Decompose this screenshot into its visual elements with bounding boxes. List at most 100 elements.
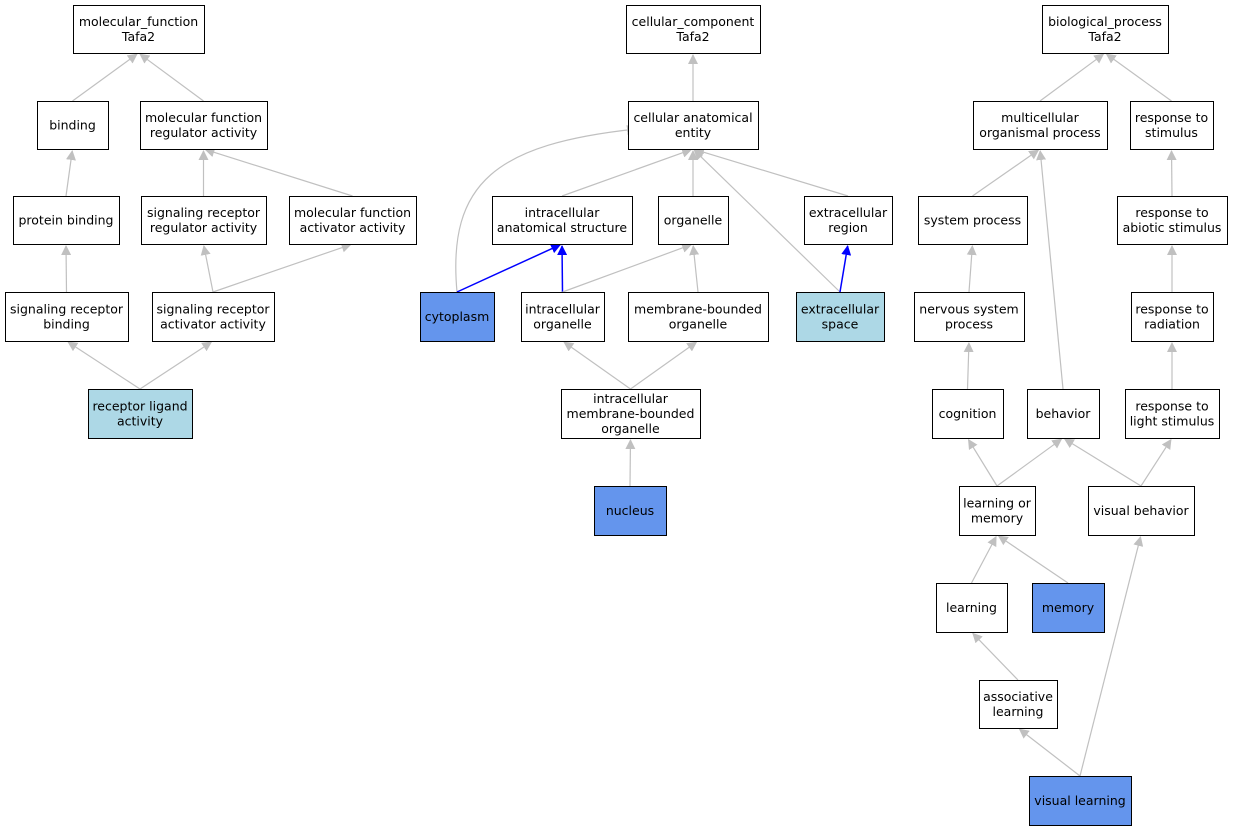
node-cognition[interactable]: cognition bbox=[932, 389, 1004, 439]
edge-binding-to-mf_root bbox=[72, 53, 138, 102]
node-box bbox=[420, 292, 495, 342]
node-label-line: abiotic stimulus bbox=[1123, 220, 1222, 235]
node-protein_binding[interactable]: protein binding bbox=[13, 196, 120, 245]
node-cytoplasm[interactable]: cytoplasm bbox=[420, 292, 495, 342]
node-box bbox=[1131, 292, 1214, 342]
node-label-line: nervous system bbox=[919, 302, 1018, 317]
node-box bbox=[932, 389, 1004, 439]
node-box bbox=[141, 196, 267, 245]
node-box bbox=[979, 680, 1058, 729]
edge-behavior-to-multi_proc bbox=[1036, 149, 1064, 390]
node-box bbox=[88, 389, 193, 439]
node-label-line: extracellular bbox=[801, 302, 880, 317]
node-box bbox=[5, 292, 129, 342]
edge-extra_space-to-cae bbox=[693, 149, 841, 293]
node-box bbox=[804, 196, 893, 245]
edge-extra_region-to-cae bbox=[693, 147, 849, 197]
edge-memory-to-learn_mem bbox=[997, 535, 1069, 584]
node-box bbox=[140, 101, 268, 150]
edge-sys_proc-to-multi_proc bbox=[972, 149, 1040, 197]
node-box bbox=[959, 486, 1036, 536]
node-vis_behavior[interactable]: visual behavior bbox=[1088, 486, 1195, 536]
node-label-line: binding bbox=[49, 118, 96, 133]
node-label-line: intracellular bbox=[525, 302, 601, 317]
node-label-line: response to bbox=[1135, 399, 1208, 414]
node-sys_proc[interactable]: system process bbox=[918, 196, 1028, 245]
node-label-line: Tafa2 bbox=[121, 29, 155, 44]
node-nucleus[interactable]: nucleus bbox=[594, 486, 667, 536]
node-binding[interactable]: binding bbox=[37, 101, 109, 150]
node-label-line: memory bbox=[971, 511, 1024, 526]
node-label-line: Tafa2 bbox=[1087, 29, 1121, 44]
edge-receptor_ligand-to-sig_rec_binding bbox=[67, 341, 141, 390]
node-label-line: signaling receptor bbox=[156, 302, 270, 317]
node-vis_learn[interactable]: visual learning bbox=[1029, 776, 1132, 826]
node-box bbox=[73, 5, 205, 54]
node-label-line: radiation bbox=[1144, 317, 1200, 332]
node-label-line: receptor ligand bbox=[92, 399, 187, 414]
node-box bbox=[1088, 486, 1195, 536]
edge-cytoplasm-to-ias bbox=[456, 244, 562, 293]
node-label-line: light stimulus bbox=[1130, 414, 1215, 429]
node-box bbox=[289, 196, 417, 245]
node-box bbox=[1130, 101, 1214, 150]
node-label-line: visual learning bbox=[1034, 793, 1125, 808]
node-label-line: organelle bbox=[533, 317, 592, 332]
node-label-line: protein binding bbox=[18, 213, 113, 228]
node-label-line: molecular_function bbox=[79, 14, 198, 29]
node-label-line: intracellular bbox=[593, 391, 669, 406]
node-label-line: learning bbox=[946, 600, 997, 615]
node-label-line: associative bbox=[983, 689, 1053, 704]
node-label-line: molecular function bbox=[145, 110, 262, 125]
node-label-line: membrane-bounded bbox=[567, 406, 695, 421]
node-label-line: learning bbox=[993, 704, 1044, 719]
node-label-line: activator activity bbox=[160, 317, 266, 332]
node-box bbox=[1029, 776, 1132, 826]
node-label-line: visual behavior bbox=[1093, 503, 1189, 518]
node-label-line: stimulus bbox=[1145, 125, 1198, 140]
edge-mem_org-to-organelle bbox=[689, 244, 700, 293]
node-memory[interactable]: memory bbox=[1032, 583, 1105, 633]
node-label-line: regulator activity bbox=[150, 125, 258, 140]
node-box bbox=[1032, 583, 1105, 633]
node-box bbox=[658, 196, 729, 245]
node-label-line: space bbox=[822, 317, 859, 332]
node-learning[interactable]: learning bbox=[936, 583, 1008, 633]
node-label-line: anatomical structure bbox=[497, 220, 627, 235]
node-organelle[interactable]: organelle bbox=[658, 196, 729, 245]
node-behavior[interactable]: behavior bbox=[1027, 389, 1100, 439]
edge-learn_mem-to-behavior bbox=[996, 438, 1063, 487]
edge-extra_space-to-extra_region bbox=[839, 244, 852, 293]
node-label-line: learning or bbox=[963, 496, 1032, 511]
node-label-line: cognition bbox=[939, 406, 997, 421]
edge-vis_behavior-to-resp_light bbox=[1140, 438, 1172, 487]
edge-vis_learn-to-vis_behavior bbox=[1079, 535, 1144, 777]
edge-mf_activator-to-mf_regulator bbox=[204, 147, 353, 197]
node-box bbox=[152, 292, 275, 342]
